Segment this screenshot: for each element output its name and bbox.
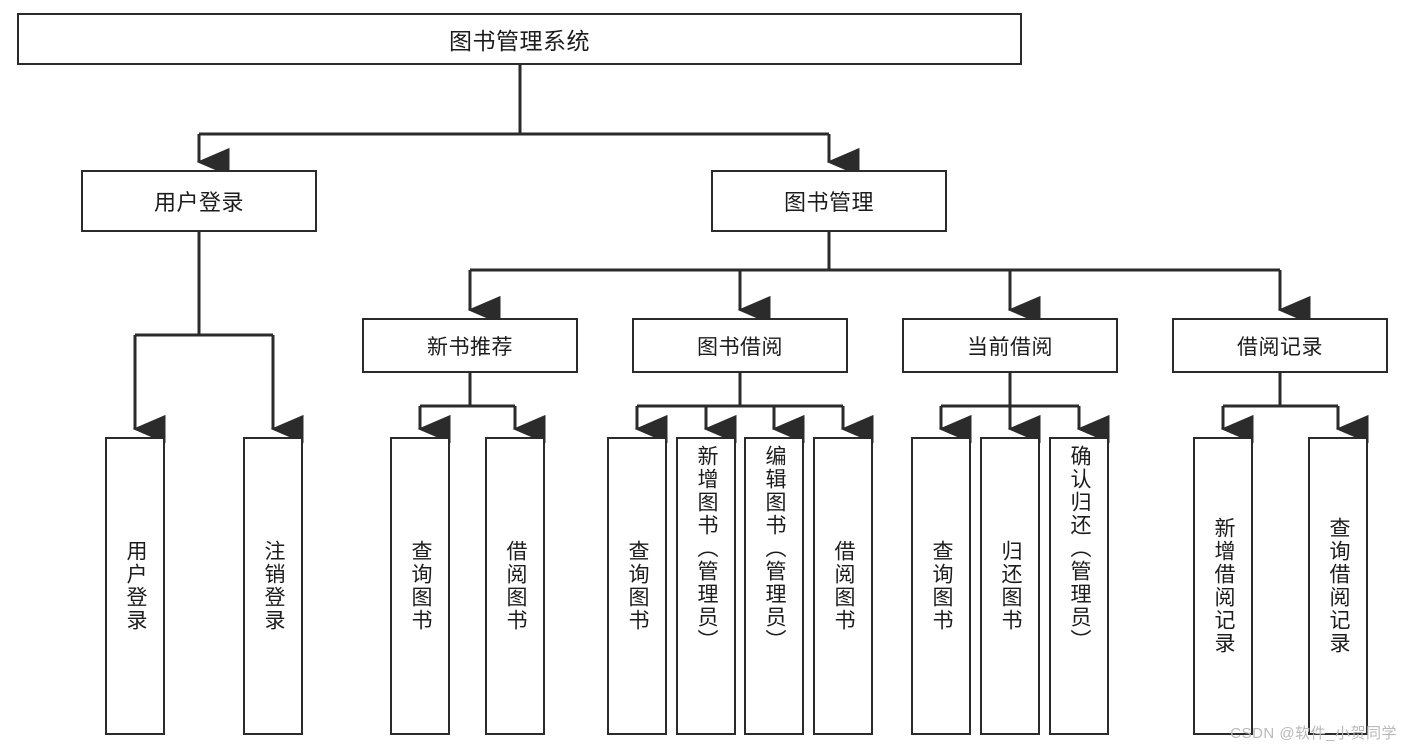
node-leaf-query-book-current[interactable]: 查询图书 <box>911 437 971 735</box>
node-label: 图书管理系统 <box>449 28 590 54</box>
node-label: 用户登录 <box>124 540 148 632</box>
node-borrow-record[interactable]: 借阅记录 <box>1172 318 1388 373</box>
node-label: 确认归还（管理员） <box>1068 445 1092 652</box>
node-leaf-borrow-book[interactable]: 借阅图书 <box>813 437 873 735</box>
node-label: 查询图书 <box>930 540 954 632</box>
node-label: 查询图书 <box>409 540 433 632</box>
node-label: 借阅记录 <box>1237 335 1323 359</box>
node-label: 用户登录 <box>153 190 244 215</box>
node-label: 新书推荐 <box>427 335 513 359</box>
node-label: 注销登录 <box>262 540 286 632</box>
node-label: 图书借阅 <box>697 335 783 359</box>
node-leaf-confirm-return-admin[interactable]: 确认归还（管理员） <box>1049 437 1109 735</box>
node-label: 新增借阅记录 <box>1212 517 1236 655</box>
node-user-login[interactable]: 用户登录 <box>81 170 317 232</box>
csdn-watermark: CSDN @软件_小贺同学 <box>1230 725 1397 742</box>
node-label: 当前借阅 <box>967 335 1053 359</box>
node-label: 借阅图书 <box>832 540 856 632</box>
node-label: 查询图书 <box>626 540 650 632</box>
node-label: 图书管理 <box>783 190 874 215</box>
node-new-book-recommend[interactable]: 新书推荐 <box>362 318 578 373</box>
node-leaf-query-book-recommend[interactable]: 查询图书 <box>390 437 450 735</box>
node-label: 归还图书 <box>999 540 1023 632</box>
node-book-management[interactable]: 图书管理 <box>711 170 947 232</box>
node-book-borrow[interactable]: 图书借阅 <box>632 318 848 373</box>
node-leaf-add-borrow-record[interactable]: 新增借阅记录 <box>1193 437 1253 735</box>
node-leaf-logout[interactable]: 注销登录 <box>243 437 303 735</box>
node-leaf-query-borrow-record[interactable]: 查询借阅记录 <box>1308 437 1368 735</box>
node-leaf-user-login[interactable]: 用户登录 <box>105 437 165 735</box>
node-current-borrow[interactable]: 当前借阅 <box>902 318 1118 373</box>
node-leaf-add-book-admin[interactable]: 新增图书（管理员） <box>676 437 736 735</box>
node-leaf-borrow-book-recommend[interactable]: 借阅图书 <box>485 437 545 735</box>
node-leaf-query-book-borrow[interactable]: 查询图书 <box>607 437 667 735</box>
node-label: 编辑图书（管理员） <box>763 445 787 652</box>
node-book-management-system[interactable]: 图书管理系统 <box>17 13 1022 65</box>
node-label: 新增图书（管理员） <box>695 445 719 652</box>
node-leaf-return-book[interactable]: 归还图书 <box>980 437 1040 735</box>
node-leaf-edit-book-admin[interactable]: 编辑图书（管理员） <box>744 437 804 735</box>
node-label: 借阅图书 <box>504 540 528 632</box>
node-label: 查询借阅记录 <box>1327 517 1351 655</box>
